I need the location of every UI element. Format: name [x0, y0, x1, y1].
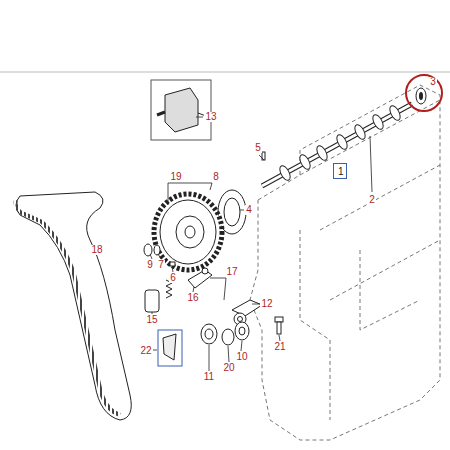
timing-belt — [16, 192, 132, 420]
callout-number: 18 — [90, 245, 103, 255]
callout-number: 9 — [146, 260, 154, 270]
callout-number: 17 — [225, 267, 238, 277]
callout-number: 7 — [157, 260, 165, 270]
camshaft-pulley — [154, 194, 222, 270]
camshaft — [262, 104, 412, 186]
callout-number: 2 — [368, 195, 376, 205]
callout-number: 15 — [145, 315, 158, 325]
highlight-circle — [406, 75, 442, 111]
callout-number: 10 — [235, 352, 248, 362]
callout-number: 5 — [254, 143, 262, 153]
leader-lines — [150, 117, 372, 371]
oil-seal — [416, 88, 426, 104]
separator-line — [0, 72, 450, 73]
callout-number: 16 — [186, 293, 199, 303]
bolt — [275, 317, 283, 334]
callout-number: 19 — [169, 172, 182, 182]
callout-number: 6 — [169, 273, 177, 283]
callout-number: 21 — [273, 342, 286, 352]
callout-number: 12 — [260, 299, 273, 309]
callout-number: 4 — [245, 205, 253, 215]
injection-pump — [151, 80, 211, 140]
callout-box: 1 — [333, 163, 347, 179]
callout-number: 1 — [338, 167, 342, 177]
callout-number: 22 — [139, 346, 152, 356]
callout-number: 3 — [429, 77, 437, 87]
bracket-part — [158, 330, 182, 366]
callout-number: 20 — [222, 363, 235, 373]
spring-sleeve — [145, 280, 172, 312]
callout-number: 13 — [204, 112, 217, 122]
callout-number: 8 — [212, 172, 220, 182]
callout-number: 11 — [203, 372, 215, 382]
engine-block — [250, 85, 440, 440]
oil-seal-bore — [419, 92, 423, 100]
